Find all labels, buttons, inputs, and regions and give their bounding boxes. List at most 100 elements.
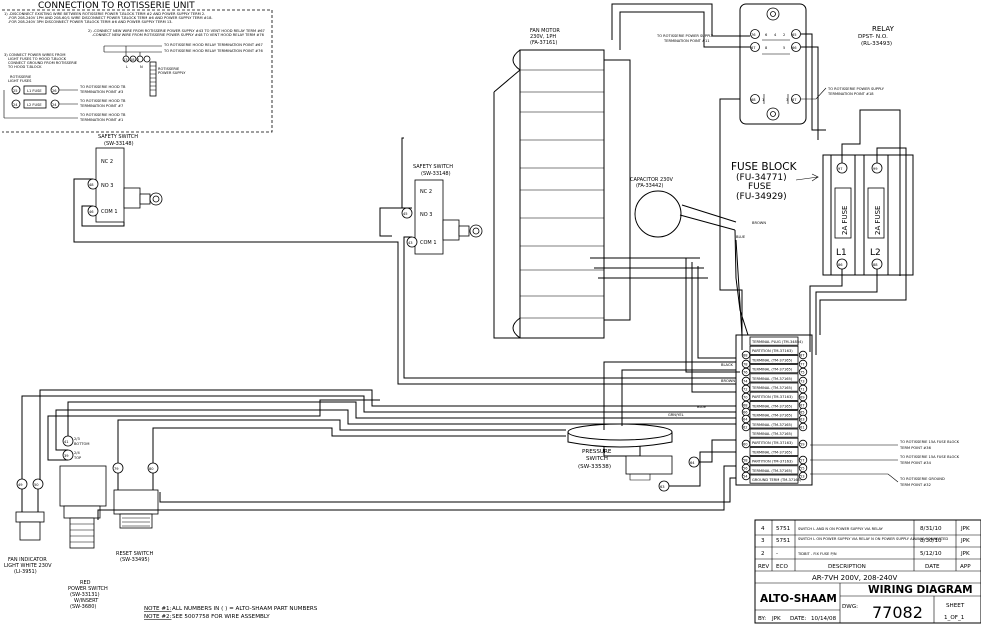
terminal-row [749, 410, 799, 420]
terminal-row-label: PARTITION (TM-37163) [752, 349, 793, 353]
svg-text:TOP: TOP [73, 456, 82, 460]
svg-text:25: 25 [13, 89, 18, 93]
revision-rev: 3 [761, 538, 765, 544]
rot-power-supply-strip: 13 18 2 L N ROTISSERIE POWER SUPPLY [122, 46, 186, 97]
svg-text:TO ROTISSERIE HOOD TB: TO ROTISSERIE HOOD TB [79, 99, 126, 103]
terminal-row [749, 437, 799, 447]
svg-text:68: 68 [751, 98, 756, 102]
terminal-node-left-label: 74 [743, 380, 748, 384]
svg-text:5: 5 [783, 46, 785, 50]
svg-text:FUSE: FUSE [748, 182, 771, 192]
wire-black: BLACK [721, 363, 733, 367]
terminal-node-right [798, 439, 808, 449]
svg-text:67: 67 [792, 98, 797, 102]
terminal-row [749, 364, 799, 374]
svg-text:TO ROTISSERIE 15A FUSE BLOCK: TO ROTISSERIE 15A FUSE BLOCK [899, 440, 960, 444]
svg-text:(FA-33442): (FA-33442) [636, 183, 663, 189]
terminal-row [749, 345, 799, 355]
note3-d: TO HOOD T-BLOCK [7, 65, 42, 69]
svg-text:PRESSURE: PRESSURE [582, 449, 612, 455]
rot-ps-a: ROTISSERIE [158, 67, 180, 71]
fuse2-label: 2A FUSE [874, 206, 882, 235]
svg-text:43: 43 [408, 241, 413, 245]
svg-text:DESCRIPTION: DESCRIPTION [828, 564, 866, 570]
terminal-node-right [798, 422, 808, 432]
terminal-row-label: TERMINAL (TM-37165) [751, 386, 793, 390]
svg-text:SEE 5007758 FOR WIRE ASSEMBLY: SEE 5007758 FOR WIRE ASSEMBLY [172, 614, 270, 620]
svg-text:65: 65 [792, 33, 797, 37]
svg-text:6: 6 [765, 33, 768, 37]
svg-text:FAN INDICATOR: FAN INDICATOR [8, 557, 47, 563]
svg-text:79: 79 [114, 467, 119, 471]
terminal-row [749, 382, 799, 392]
svg-text:63: 63 [660, 485, 665, 489]
svg-text:88: 88 [873, 263, 878, 267]
note2-line-a: 2) -CONNECT NEW WIRE FROM ROTISSERIE POW… [88, 29, 265, 33]
svg-text:26: 26 [52, 89, 57, 93]
l2-fuse-box [23, 99, 47, 109]
svg-text:TERMINATION POINT #1: TERMINATION POINT #1 [79, 118, 123, 122]
svg-text:SAFETY SWITCH: SAFETY SWITCH [98, 134, 138, 140]
svg-text:ECO: ECO [776, 564, 788, 570]
terminal-node-right [798, 350, 808, 360]
svg-text:DATE:: DATE: [790, 616, 807, 622]
svg-text:(FA-37161): (FA-37161) [530, 40, 557, 46]
svg-text:67: 67 [751, 46, 756, 50]
terminal-node-left [741, 350, 751, 360]
terminal-node-left-label: 54 [743, 475, 748, 479]
terminal-node-right-label: 67 [800, 404, 805, 408]
svg-text:SHEET: SHEET [946, 603, 965, 609]
terminal-row [749, 354, 799, 364]
revision-date: 8/31/10 [920, 526, 942, 532]
svg-text:TO ROTISSERIE GROUND: TO ROTISSERIE GROUND [899, 477, 945, 481]
terminal-node-right-label: 69 [800, 396, 805, 400]
svg-text:4: 4 [774, 33, 777, 37]
power-switch: 41 39 2/3 BOTTOM 2/4 TOP RED POWER SWITC… [59, 435, 108, 610]
terminal-row [749, 336, 799, 346]
l1-fuse-box [23, 85, 47, 95]
terminal-row-label: TERMINAL (TM-37165) [751, 368, 793, 372]
svg-text:TERM POINT #34: TERM POINT #34 [899, 461, 932, 465]
svg-text:L1: L1 [836, 248, 847, 258]
svg-text:L2: L2 [870, 248, 881, 258]
svg-text:NOTE #2:: NOTE #2: [144, 614, 172, 620]
terminal-node-left-label: 66 [743, 411, 748, 415]
terminal-node-right-label: 87 [800, 354, 805, 358]
terminal-node-left [741, 367, 751, 377]
svg-text:LIGHT WHITE 230V: LIGHT WHITE 230V [4, 563, 52, 569]
terminal-row-label: TERMINAL (TM-37165) [751, 432, 793, 436]
terminal-row-label: TERMINAL (TM-37165) [751, 377, 793, 381]
svg-text:RESET SWITCH: RESET SWITCH [116, 551, 153, 557]
fuse1-label: 2A FUSE [841, 206, 849, 235]
terminal-node-right-label: 55 [800, 467, 805, 471]
svg-text:64: 64 [690, 461, 695, 465]
svg-text:BOTTOM: BOTTOM [74, 442, 90, 446]
fan-motor: FAN MOTOR 230V, 1PH (FA-37161) [493, 28, 631, 339]
rot-light-fuses-b: LIGHT FUSES [8, 79, 32, 83]
svg-text:8: 8 [765, 46, 768, 50]
brand-logo: ALTO-SHAAM [760, 593, 837, 605]
svg-text:45: 45 [403, 212, 408, 216]
svg-text:COM 1: COM 1 [420, 240, 437, 246]
svg-text:TERMINATION POINT #18: TERMINATION POINT #18 [827, 92, 874, 96]
terminal-node-left-label: 76 [743, 371, 748, 375]
svg-text:TO ROTISSERIE 15A FUSE BLOCK: TO ROTISSERIE 15A FUSE BLOCK [899, 455, 960, 459]
svg-text:TERMINATION POINT #11: TERMINATION POINT #11 [663, 39, 710, 43]
svg-text:24: 24 [13, 103, 18, 107]
svg-text:(SW-3680): (SW-3680) [70, 604, 96, 610]
terminal-row-label: TERMINAL (TM-37165) [751, 414, 793, 418]
terminal-node-left-label: 64 [743, 418, 748, 422]
revision-desc: SWITCH L AND N ON POWER SUPPLY VIA RELAY [798, 527, 884, 531]
terminal-node-right-label: 77 [800, 363, 805, 367]
svg-text:BY:: BY: [758, 616, 766, 622]
svg-text:(RL-33493): (RL-33493) [861, 41, 892, 47]
terminal-node-left-label: 78 [743, 363, 748, 367]
svg-text:86: 86 [838, 263, 843, 267]
svg-text:1: 1 [762, 98, 764, 102]
svg-text:(SW-33131): (SW-33131) [70, 592, 100, 598]
svg-text:NO 3: NO 3 [420, 212, 432, 218]
dwg-number: 77082 [872, 603, 923, 622]
svg-text:230V, 1PH: 230V, 1PH [530, 34, 556, 40]
